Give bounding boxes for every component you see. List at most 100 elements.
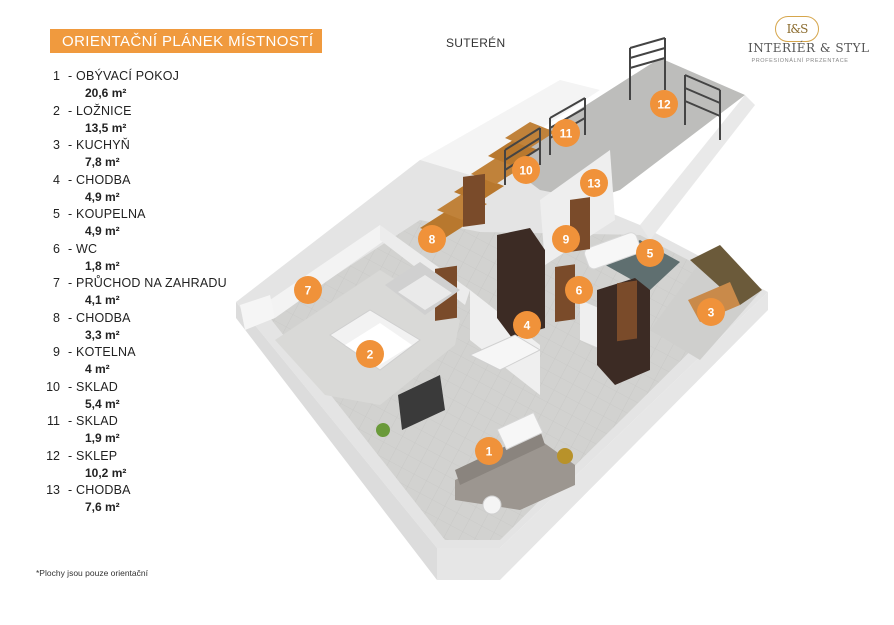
company-logo: I&S INTERIÉR & STYL PROFESIONÁLNÍ PREZEN… [744, 14, 870, 76]
legend-number: 12 [46, 448, 60, 463]
legend-number: 4 [53, 172, 60, 187]
legend-room-area: 4,1 m² [85, 293, 120, 307]
room-marker: 7 [294, 276, 322, 304]
legend-item: 10 - SKLAD 5,4 m² [34, 379, 254, 414]
door-3 [555, 264, 575, 322]
svg-text:12: 12 [657, 98, 671, 112]
room-marker: 8 [418, 225, 446, 253]
room-marker: 13 [580, 169, 608, 197]
legend-number: 11 [47, 414, 60, 428]
legend-item: 4 - CHODBA 4,9 m² [34, 172, 254, 207]
svg-text:3: 3 [708, 306, 715, 320]
legend-room-area: 5,4 m² [85, 396, 120, 411]
wall-entry [240, 295, 275, 330]
legend-room-area: 4,9 m² [85, 224, 120, 238]
legend-room-area: 1,8 m² [85, 258, 120, 273]
legend-room-name: - LOŽNICE [68, 103, 132, 118]
title-banner [50, 29, 322, 53]
legend-room-area: 1,9 m² [85, 431, 120, 445]
svg-text:7: 7 [305, 284, 312, 298]
legend-room-area: 7,6 m² [85, 500, 120, 514]
page-title: ORIENTAČNÍ PLÁNEK MÍSTNOSTÍ [62, 33, 314, 50]
kitchen-counter [690, 245, 762, 305]
legend-item: 8 - CHODBA 3,3 m² [34, 310, 254, 345]
svg-text:1: 1 [486, 445, 493, 459]
room-marker: 9 [552, 225, 580, 253]
room-marker: 4 [513, 311, 541, 339]
room-marker: 3 [697, 298, 725, 326]
legend-room-name: - SKLAD [68, 414, 119, 428]
legend-room-area: 4 m² [85, 362, 110, 376]
room-marker: 1 [475, 437, 503, 465]
shelving [504, 37, 721, 185]
wall-cellar-left [420, 80, 600, 175]
svg-text:5: 5 [647, 247, 654, 261]
legend-item: 13 - CHODBA 7,6 m² [34, 482, 254, 517]
room-marker: 5 [636, 239, 664, 267]
legend-number: 7 [53, 276, 60, 290]
bathtub [584, 232, 641, 270]
legend-item: 11 - SKLAD 1,9 m² [34, 413, 254, 448]
door-4 [617, 280, 637, 342]
legend-room-name: - WC [68, 241, 98, 256]
svg-text:10: 10 [519, 164, 533, 178]
legend-number: 3 [53, 138, 60, 152]
legend-number: 2 [53, 103, 60, 118]
legend-room-name: - CHODBA [68, 172, 131, 187]
legend-room-area: 7,8 m² [85, 155, 120, 169]
legend-item: 3 - KUCHYŇ 7,8 m² [34, 137, 254, 172]
legend-room-name: - KUCHYŇ [68, 138, 131, 152]
legend-number: 9 [53, 345, 60, 359]
area-footnote: *Plochy jsou pouze orientační [36, 568, 148, 578]
legend-item: 1 - OBÝVACÍ POKOJ 20,6 m² [34, 68, 254, 103]
room-marker: 2 [356, 340, 384, 368]
legend-room-name: - CHODBA [68, 483, 131, 497]
sofa [455, 440, 575, 510]
room-marker: 6 [565, 276, 593, 304]
floor-plan-3d: 1 2 3 4 5 6 7 8 9 10 11 12 13 [236, 37, 768, 580]
legend-room-name: - KOUPELNA [68, 207, 146, 221]
legend-room-area: 3,3 m² [85, 327, 120, 342]
legend-room-name: - SKLAD [68, 379, 119, 394]
svg-text:9: 9 [563, 233, 570, 247]
legend-room-name: - PRŮCHOD NA ZAHRADU [68, 276, 227, 290]
legend-item: 5 - KOUPELNA 4,9 m² [34, 206, 254, 241]
legend-room-area: 10,2 m² [85, 465, 127, 480]
logo-monogram: I&S [775, 16, 819, 42]
legend-number: 13 [46, 483, 60, 497]
legend-room-area: 20,6 m² [85, 86, 127, 100]
pouf [557, 448, 573, 464]
room-marker: 11 [552, 119, 580, 147]
legend-item: 7 - PRŮCHOD NA ZAHRADU 4,1 m² [34, 275, 254, 310]
logo-name: INTERIÉR & STYL [748, 41, 870, 55]
room-marker: 10 [512, 156, 540, 184]
logo-tagline: PROFESIONÁLNÍ PREZENTACE [751, 58, 849, 64]
tv-unit [398, 375, 445, 430]
legend-room-area: 4,9 m² [85, 189, 120, 204]
outer-wall-side [437, 292, 768, 580]
desk [468, 334, 542, 371]
legend-number: 8 [53, 310, 60, 325]
wardrobe-1 [497, 228, 545, 338]
outer-wall-front [236, 302, 437, 580]
legend-number: 1 [53, 69, 60, 83]
bed-2-blanket [398, 275, 452, 310]
legend-number: 10 [46, 379, 60, 394]
plant [376, 423, 390, 437]
floor-lamp [482, 495, 502, 515]
svg-text:11: 11 [560, 127, 573, 141]
room-marker: 12 [650, 90, 678, 118]
legend-room-name: - OBÝVACÍ POKOJ [68, 69, 180, 83]
legend-number: 5 [53, 207, 60, 221]
svg-text:13: 13 [587, 177, 601, 191]
legend-room-name: - CHODBA [68, 310, 131, 325]
svg-text:6: 6 [576, 284, 583, 298]
svg-text:2: 2 [367, 348, 374, 362]
floor-title: SUTERÉN [446, 36, 506, 50]
coffee-table [496, 411, 544, 451]
